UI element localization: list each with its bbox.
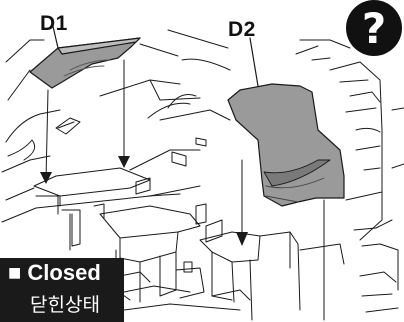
d2-arrow bbox=[236, 232, 248, 246]
d1-arrow-right bbox=[118, 156, 130, 168]
d1-leader-lines bbox=[45, 59, 125, 181]
d1-arrow-left bbox=[40, 172, 52, 184]
callout-d2: D2 bbox=[228, 18, 256, 41]
status-label: Closed bbox=[27, 260, 101, 285]
d2-leader-lines bbox=[241, 159, 325, 321]
callout-d1: D1 bbox=[40, 12, 68, 35]
d2-part bbox=[227, 83, 345, 207]
status-badge: ■ Closed 닫힌상태 bbox=[0, 258, 124, 322]
status-square-icon: ■ bbox=[8, 260, 22, 285]
machine-frame bbox=[1, 29, 345, 321]
status-label-korean: 닫힌상태 bbox=[30, 294, 100, 316]
status-label-row: ■ Closed bbox=[8, 260, 101, 286]
question-mark-icon: ? bbox=[361, 3, 387, 53]
help-button[interactable]: ? bbox=[346, 0, 402, 56]
d2-callout-line bbox=[249, 37, 259, 87]
machine-frame-right bbox=[295, 39, 404, 313]
d1-part bbox=[29, 21, 141, 89]
